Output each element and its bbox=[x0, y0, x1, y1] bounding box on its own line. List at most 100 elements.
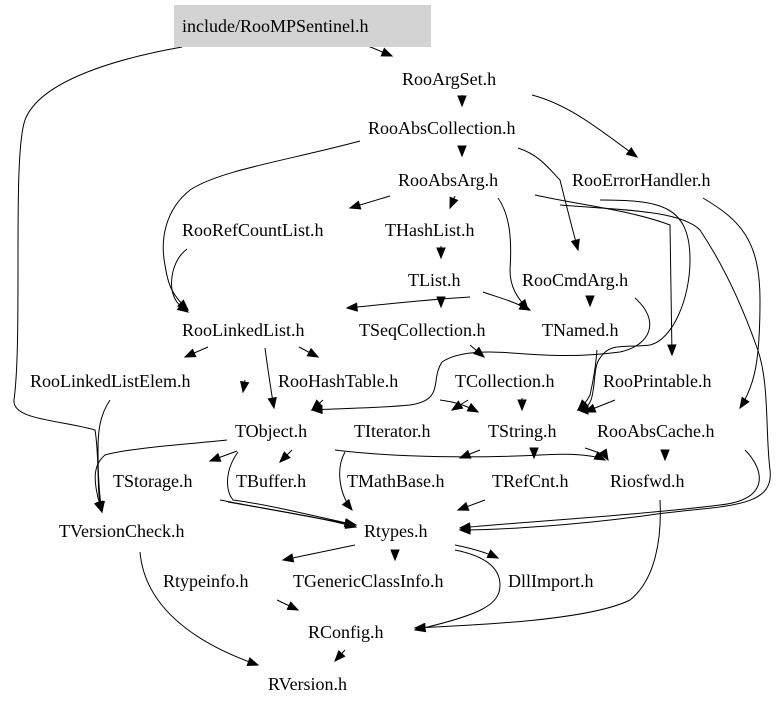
edge-line bbox=[497, 197, 529, 311]
arrowhead-icon bbox=[348, 200, 362, 210]
edge-RConfig-to-RVersion bbox=[334, 649, 346, 662]
arrowhead-icon bbox=[486, 549, 500, 559]
node-Rtypeinfo[interactable]: Rtypeinfo.h bbox=[163, 571, 249, 591]
node-TCollection[interactable]: TCollection.h bbox=[455, 371, 554, 391]
edge-TRefCnt-to-Rtypes bbox=[456, 499, 486, 511]
arrowhead-icon bbox=[176, 302, 190, 313]
arrowhead-icon bbox=[660, 449, 670, 462]
edge-Rtypes-to-RConfig bbox=[413, 549, 501, 633]
edge-line bbox=[702, 197, 761, 409]
arrowhead-icon bbox=[739, 396, 750, 410]
node-RConfig[interactable]: RConfig.h bbox=[308, 622, 384, 642]
nodes-layer: include/RooMPSentinel.h RooArgSet.h RooA… bbox=[30, 5, 714, 694]
arrowhead-icon bbox=[341, 498, 353, 512]
arrowhead-icon bbox=[246, 657, 260, 667]
edge-line bbox=[162, 140, 361, 311]
edge-RooPrintable-to-TString bbox=[583, 399, 616, 413]
edge-line bbox=[346, 296, 471, 309]
arrowhead-icon bbox=[94, 500, 104, 514]
root-node-box[interactable] bbox=[174, 5, 431, 47]
edge-RooRefCountList-to-RooLinkedList bbox=[171, 248, 190, 313]
node-TBuffer[interactable]: TBuffer.h bbox=[236, 471, 306, 491]
node-TGenericClassInfo[interactable]: TGenericClassInfo.h bbox=[293, 571, 443, 591]
arrowhead-icon bbox=[458, 522, 471, 532]
node-TStorage[interactable]: TStorage.h bbox=[113, 471, 192, 491]
edge-line bbox=[97, 399, 111, 513]
node-RooHashTable[interactable]: RooHashTable.h bbox=[278, 371, 398, 391]
node-RooAbsCollection[interactable]: RooAbsCollection.h bbox=[368, 118, 516, 138]
arrowhead-icon bbox=[457, 145, 467, 158]
edge-RooLinkedList-to-RooLinkedListElem bbox=[183, 346, 209, 358]
node-TVersionCheck[interactable]: TVersionCheck.h bbox=[59, 521, 184, 541]
node-Rtypes[interactable]: Rtypes.h bbox=[364, 521, 428, 541]
node-TList[interactable]: TList.h bbox=[408, 270, 461, 290]
node-RooLinkedList[interactable]: RooLinkedList.h bbox=[182, 320, 305, 340]
edge-RooAbsCollection-to-RooCmdArg bbox=[517, 147, 580, 252]
edge-line bbox=[334, 449, 606, 461]
node-TRefCnt[interactable]: TRefCnt.h bbox=[492, 471, 569, 491]
arrowhead-icon bbox=[585, 295, 595, 308]
edge-RooAbsCache-to-Rtypes bbox=[458, 449, 760, 532]
arrowhead-icon bbox=[457, 95, 467, 108]
edge-TString-to-TMathBase bbox=[458, 449, 481, 459]
arrowhead-icon bbox=[625, 146, 639, 158]
node-RooAbsArg[interactable]: RooAbsArg.h bbox=[398, 170, 498, 190]
edge-RooAbsCache-to-Riosfwd bbox=[660, 449, 670, 462]
node-RooPrintable[interactable]: RooPrintable.h bbox=[603, 371, 712, 391]
node-TNamed[interactable]: TNamed.h bbox=[542, 320, 618, 340]
edge-TList-to-TNamed bbox=[482, 291, 532, 311]
arrowhead-icon bbox=[311, 399, 323, 411]
edge-RooAbsArg-to-TNamed bbox=[497, 197, 529, 312]
edge-line bbox=[459, 204, 771, 531]
edge-TBuffer-to-Rtypes bbox=[227, 501, 358, 528]
arrowhead-icon bbox=[472, 346, 486, 358]
edge-line bbox=[414, 499, 661, 629]
arrowhead-icon bbox=[345, 302, 358, 312]
node-Riosfwd[interactable]: Riosfwd.h bbox=[610, 471, 685, 491]
edge-line bbox=[311, 297, 651, 411]
arrowhead-icon bbox=[436, 247, 446, 260]
node-RooErrorHandler[interactable]: RooErrorHandler.h bbox=[572, 170, 710, 190]
arrowhead-icon bbox=[517, 399, 527, 412]
node-TObject[interactable]: TObject.h bbox=[235, 421, 307, 441]
arrowhead-icon bbox=[667, 344, 677, 357]
arrowhead-icon bbox=[286, 601, 300, 611]
node-RooLinkedListElem[interactable]: RooLinkedListElem.h bbox=[30, 371, 190, 391]
edge-RooAbsArg-to-THashList bbox=[449, 195, 459, 210]
edge-line bbox=[414, 549, 501, 631]
arrowhead-icon bbox=[456, 501, 470, 511]
edge-Rtypes-to-TGenericClassInfo bbox=[390, 549, 400, 562]
node-TMathBase[interactable]: TMathBase.h bbox=[347, 471, 444, 491]
arrowhead-icon bbox=[390, 549, 400, 562]
node-TSeqCollection[interactable]: TSeqCollection.h bbox=[359, 320, 485, 340]
edge-line bbox=[534, 194, 673, 356]
arrowhead-icon bbox=[450, 400, 464, 411]
node-RVersion[interactable]: RVersion.h bbox=[268, 674, 347, 694]
edge-RooAbsCollection-to-RooAbsArg bbox=[457, 145, 467, 158]
edge-root-to-RooArgSet bbox=[367, 45, 394, 57]
edge-TNamed-to-TString bbox=[577, 349, 598, 411]
arrowhead-icon bbox=[466, 402, 480, 413]
edge-Riosfwd-to-RConfig bbox=[413, 499, 661, 633]
edge-Rtypes-to-Rtypeinfo bbox=[281, 544, 356, 563]
edge-line bbox=[282, 544, 356, 561]
arrowhead-icon bbox=[593, 451, 607, 461]
node-RooRefCountList[interactable]: RooRefCountList.h bbox=[182, 220, 324, 240]
arrowhead-icon bbox=[570, 238, 580, 252]
node-TString[interactable]: TString.h bbox=[488, 421, 557, 441]
node-TIterator[interactable]: TIterator.h bbox=[354, 421, 430, 441]
edge-Rtypeinfo-to-RConfig bbox=[276, 599, 300, 611]
node-DllImport[interactable]: DllImport.h bbox=[508, 571, 594, 591]
node-RooAbsCache[interactable]: RooAbsCache.h bbox=[597, 421, 714, 441]
edge-RooCmdArg-to-TNamed bbox=[585, 295, 595, 308]
node-THashList[interactable]: THashList.h bbox=[385, 220, 475, 240]
edge-RooLinkedList-to-TObject bbox=[264, 347, 277, 410]
node-RooCmdArg[interactable]: RooCmdArg.h bbox=[522, 270, 628, 290]
edge-line bbox=[94, 439, 228, 513]
node-root[interactable]: include/RooMPSentinel.h bbox=[182, 16, 369, 36]
node-RooArgSet[interactable]: RooArgSet.h bbox=[402, 69, 496, 89]
edge-line bbox=[171, 248, 189, 313]
edges-layer bbox=[13, 45, 771, 667]
